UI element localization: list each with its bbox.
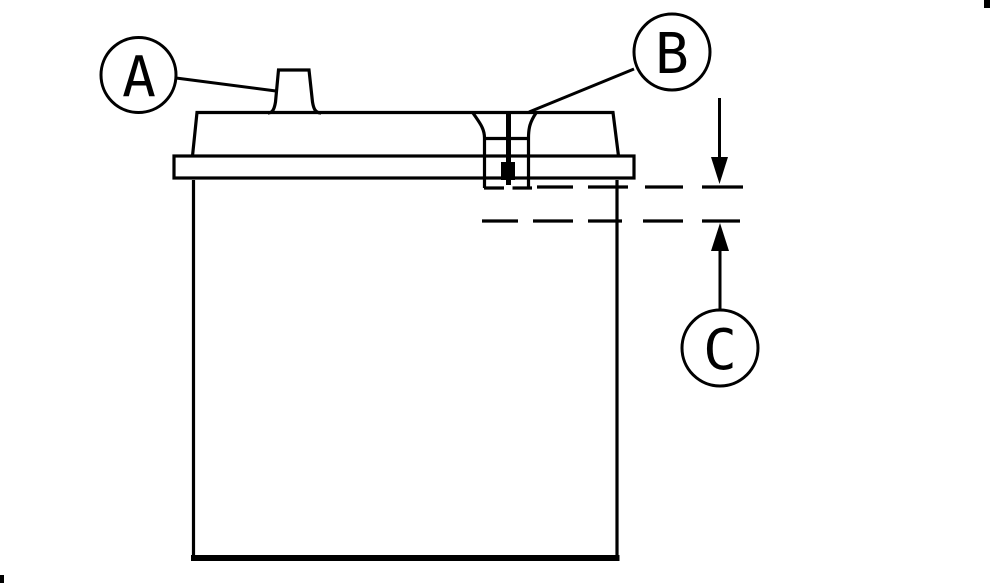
terminal-post bbox=[267, 68, 322, 115]
callout-b-label: B bbox=[655, 22, 689, 87]
vent-plug-mark bbox=[501, 162, 515, 180]
dimension-up-arrowhead-icon bbox=[711, 223, 729, 251]
callout-c: C bbox=[680, 308, 760, 388]
battery-body-outline bbox=[191, 180, 619, 560]
callout-b: B bbox=[528, 12, 712, 114]
callout-a-label: A bbox=[122, 45, 156, 110]
vent-cap bbox=[471, 112, 538, 190]
flange-band bbox=[172, 154, 636, 180]
dimension-arrow-down bbox=[702, 98, 743, 189]
callout-a-circle bbox=[99, 36, 178, 114]
battery-body bbox=[191, 180, 620, 561]
callout-a: A bbox=[99, 36, 277, 114]
callout-c-label: C bbox=[703, 318, 737, 383]
dimension-arrow-up bbox=[702, 219, 740, 310]
dimension-down-arrowhead-icon bbox=[711, 157, 728, 184]
leader-line-a bbox=[175, 76, 277, 93]
corner-mark-bottom-left bbox=[0, 575, 4, 583]
battery-lid bbox=[190, 110, 621, 157]
callout-b-circle bbox=[632, 12, 712, 92]
corner-mark-top-right bbox=[984, 0, 990, 8]
callout-c-circle bbox=[680, 308, 760, 388]
leader-line-b bbox=[528, 67, 635, 114]
